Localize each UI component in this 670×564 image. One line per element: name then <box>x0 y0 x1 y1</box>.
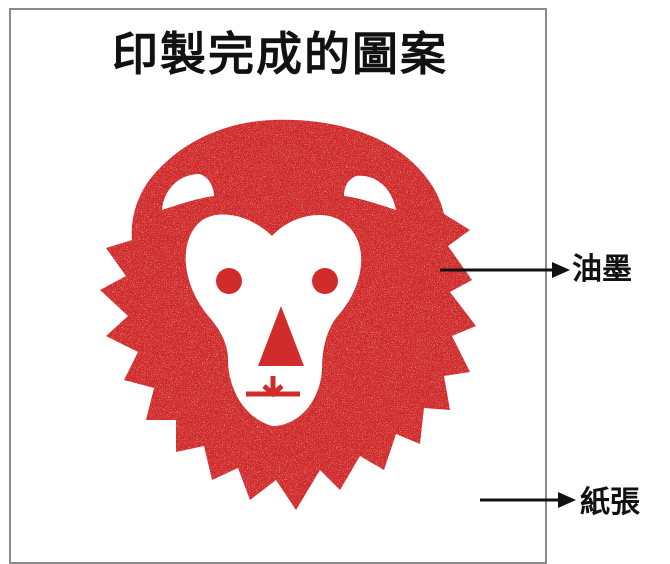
right-ear <box>344 175 396 210</box>
paper-pointer-arrow <box>480 492 576 508</box>
lion-face <box>185 214 362 426</box>
left-ear <box>162 174 214 210</box>
lion-nose <box>258 306 304 366</box>
paper-label: 紙張 <box>580 485 640 520</box>
ink-label: 油墨 <box>572 252 632 287</box>
ink-pointer-arrow <box>440 262 570 278</box>
lion-mouth <box>246 376 300 398</box>
right-eye <box>312 268 338 294</box>
diagram-title: 印製完成的圖案 <box>112 27 448 81</box>
left-eye <box>216 268 242 294</box>
